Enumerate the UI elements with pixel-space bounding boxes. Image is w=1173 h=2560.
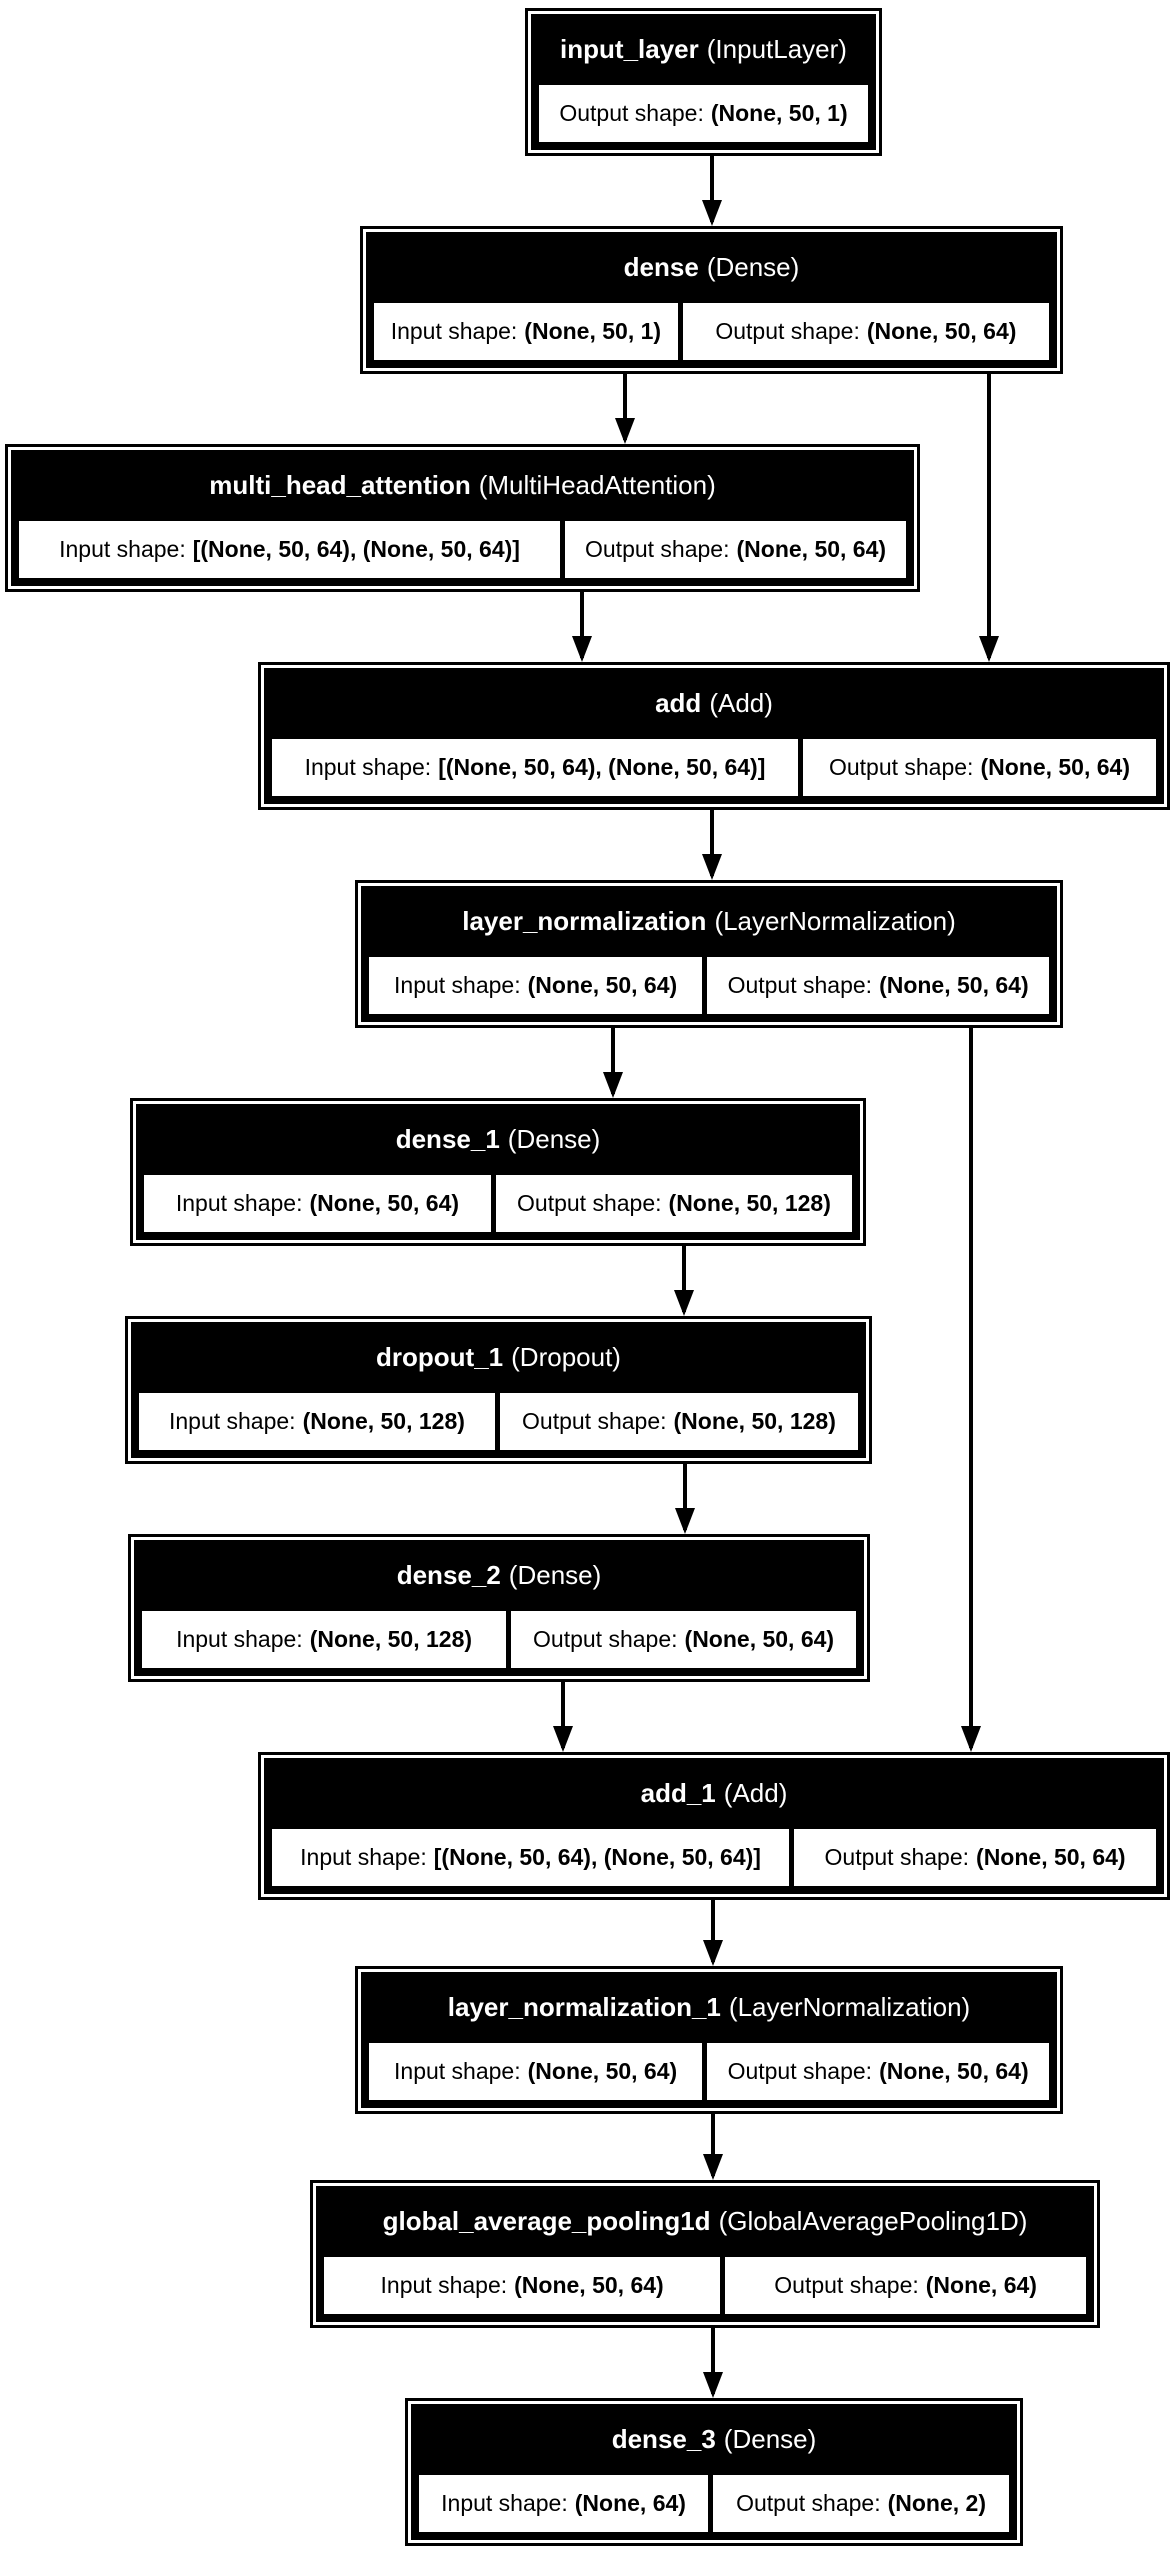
input-shape-cell: Input shape:(None, 50, 64) xyxy=(144,1175,491,1232)
output-shape-cell: Output shape:(None, 50, 64) xyxy=(511,1611,856,1668)
output-shape-cell: Output shape:(None, 50, 64) xyxy=(565,521,906,578)
node-title: add_1(Add) xyxy=(640,1778,788,1808)
node-input-layer: input_layer(InputLayer) Output shape:(No… xyxy=(525,8,882,156)
node-title: dense_2(Dense) xyxy=(396,1560,602,1590)
node-title: dense_1(Dense) xyxy=(395,1124,601,1154)
node-add-1: add_1(Add) Input shape:[(None, 50, 64), … xyxy=(258,1752,1170,1900)
node-title: multi_head_attention(MultiHeadAttention) xyxy=(209,470,716,500)
input-shape-cell: Input shape:(None, 50, 64) xyxy=(369,957,703,1014)
node-title: input_layer(InputLayer) xyxy=(560,34,847,64)
node-layer-normalization-1: layer_normalization_1(LayerNormalization… xyxy=(355,1966,1063,2114)
output-shape-cell: Output shape:(None, 50, 1) xyxy=(539,85,868,142)
output-shape-cell: Output shape:(None, 50, 64) xyxy=(682,303,1049,360)
node-global-average-pooling1d: global_average_pooling1d(GlobalAveragePo… xyxy=(310,2180,1100,2328)
node-title: dense(Dense) xyxy=(623,252,800,282)
input-shape-cell: Input shape:(None, 64) xyxy=(419,2475,709,2532)
input-shape-cell: Input shape:(None, 50, 64) xyxy=(324,2257,721,2314)
input-shape-cell: Input shape:[(None, 50, 64), (None, 50, … xyxy=(272,1829,790,1886)
output-shape-cell: Output shape:(None, 50, 64) xyxy=(794,1829,1156,1886)
node-layer-normalization: layer_normalization(LayerNormalization) … xyxy=(355,880,1063,1028)
output-shape-cell: Output shape:(None, 50, 64) xyxy=(707,2043,1049,2100)
node-dropout-1: dropout_1(Dropout) Input shape:(None, 50… xyxy=(125,1316,872,1464)
node-title: dense_3(Dense) xyxy=(611,2424,817,2454)
output-shape-cell: Output shape:(None, 2) xyxy=(713,2475,1009,2532)
node-title: layer_normalization_1(LayerNormalization… xyxy=(447,1992,971,2022)
input-shape-cell: Input shape:(None, 50, 128) xyxy=(139,1393,495,1450)
node-title: global_average_pooling1d(GlobalAveragePo… xyxy=(382,2206,1028,2236)
output-shape-cell: Output shape:(None, 50, 128) xyxy=(499,1393,858,1450)
node-add: add(Add) Input shape:[(None, 50, 64), (N… xyxy=(258,662,1170,810)
input-shape-cell: Input shape:(None, 50, 128) xyxy=(142,1611,507,1668)
input-shape-cell: Input shape:[(None, 50, 64), (None, 50, … xyxy=(19,521,561,578)
node-title: add(Add) xyxy=(655,688,773,718)
node-multi-head-attention: multi_head_attention(MultiHeadAttention)… xyxy=(5,444,920,592)
node-dense-3: dense_3(Dense) Input shape:(None, 64) Ou… xyxy=(405,2398,1023,2546)
node-dense: dense(Dense) Input shape:(None, 50, 1) O… xyxy=(360,226,1063,374)
output-shape-cell: Output shape:(None, 50, 64) xyxy=(707,957,1049,1014)
output-shape-cell: Output shape:(None, 64) xyxy=(725,2257,1086,2314)
node-title: layer_normalization(LayerNormalization) xyxy=(462,906,956,936)
input-shape-cell: Input shape:(None, 50, 64) xyxy=(369,2043,703,2100)
node-dense-1: dense_1(Dense) Input shape:(None, 50, 64… xyxy=(130,1098,866,1246)
node-dense-2: dense_2(Dense) Input shape:(None, 50, 12… xyxy=(128,1534,870,1682)
output-shape-cell: Output shape:(None, 50, 128) xyxy=(495,1175,852,1232)
input-shape-cell: Input shape:[(None, 50, 64), (None, 50, … xyxy=(272,739,798,796)
output-shape-cell: Output shape:(None, 50, 64) xyxy=(802,739,1156,796)
node-title: dropout_1(Dropout) xyxy=(376,1342,621,1372)
input-shape-cell: Input shape:(None, 50, 1) xyxy=(374,303,678,360)
